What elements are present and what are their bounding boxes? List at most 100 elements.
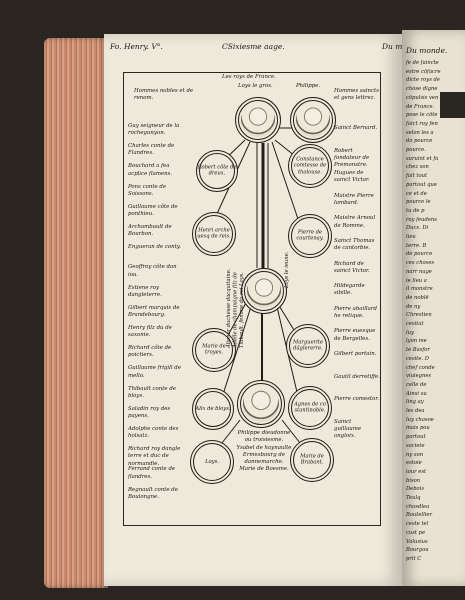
circle-marie-de-troyes: Marie de troyes.: [192, 328, 236, 372]
portrait-philippe-auguste: [237, 380, 285, 428]
right-page-line: ny son: [406, 451, 424, 458]
right-page-line: selon les a: [406, 129, 434, 136]
right-page-line: Ainsi su: [406, 390, 427, 397]
list-item: Pierre euesque de Bergelles.: [334, 328, 376, 342]
right-page-line: cesitat: [406, 321, 424, 327]
circle-robert: Robert cõte de dreux.: [196, 150, 238, 192]
bottom-caption: Philippe dieudonne ou troisiesme. Ysabel…: [236, 430, 292, 473]
right-page-line: ces choses: [406, 260, 435, 267]
circle-agnes: Agnes de co stantinoble.: [288, 386, 332, 430]
list-item: Guy seigneur de la rochegunyon.: [128, 123, 180, 137]
right-page-line: Boutellier: [406, 512, 432, 519]
right-page-line: lieu: [406, 234, 416, 240]
list-item: Maistre Arnoul de Romme.: [334, 215, 376, 229]
right-page-line: Debois: [406, 486, 424, 493]
right-page-line: roy feudens: [406, 216, 437, 223]
right-column-head: Hommes saincts et gens lettrez.: [334, 88, 379, 102]
list-item: Pierre abaillard he retique.: [334, 305, 377, 320]
right-page-line: pource.: [406, 147, 426, 153]
list-item: Gilbert portain.: [334, 351, 377, 357]
right-page-line: cesite. D: [406, 355, 429, 362]
right-page-line: chose digne: [406, 86, 438, 93]
circle-henri: Henri arche uesq de reis.: [192, 212, 236, 256]
list-item: Richard de sainct Victor.: [334, 260, 370, 274]
left-column-head: Hommes nobles et de renom.: [134, 88, 194, 102]
vertical-caption-loys-le-ieune: Loys le ieune.: [284, 251, 290, 288]
center-head: Loys le gros.: [238, 83, 273, 89]
genealogy-frame: [123, 72, 381, 526]
right-page-line: ce et de: [406, 190, 427, 197]
list-item: Hugues de sainct Victor.: [334, 170, 370, 184]
right-page-line: il monstre: [406, 286, 433, 293]
right-page-line: mais pou: [406, 425, 430, 432]
list-item: Sainct Bernard.: [334, 125, 378, 131]
portrait-philippe: [290, 97, 336, 143]
list-item: Gilbert marquis de Brandebourg.: [128, 304, 180, 319]
right-page-line: pource le: [406, 199, 431, 206]
list-item: Ferrand conte de flandres.: [128, 466, 176, 480]
right-page-line: luy chasoe: [406, 416, 434, 423]
right-page-line: do pource: [406, 138, 433, 145]
circle-constance: Constance comtesse de tholouse.: [288, 144, 332, 188]
list-item: Henry filz du de saxonie.: [128, 325, 172, 339]
list-item: Saladin roy des payens.: [128, 405, 171, 420]
right-page-line: chef conde: [406, 364, 435, 371]
right-page-line: ceste tel: [406, 521, 429, 528]
right-page-line: ie lieu a: [406, 277, 427, 284]
right-page-line: suruint et fa: [406, 155, 439, 162]
list-item: Estiene roy dangleterre.: [128, 284, 162, 298]
portrait-loys-le-gros: [235, 97, 281, 143]
list-item: Pierre comestor.: [334, 396, 380, 403]
right-page-line: Bourgou: [406, 547, 429, 554]
right-page-line: celle de: [406, 381, 427, 388]
list-item: Charles conte de Flandres.: [128, 143, 175, 157]
list-item: Archambault de Bourbon.: [128, 224, 172, 238]
list-item: Geoffroy cõte dan iou.: [128, 264, 177, 278]
right-page-line: Ducs. Di: [406, 225, 429, 232]
right-page-line: dicte roys de: [406, 77, 440, 84]
circle-loys: Loys.: [190, 440, 234, 484]
running-head-center: CSixiesme aage.: [222, 42, 285, 51]
list-item: Gautil derretiffe.: [334, 373, 380, 380]
right-page-line: cōpulsis ven: [406, 94, 439, 101]
right-page-line: faict roy fen: [406, 120, 438, 127]
center-head-2: Philippe.: [296, 83, 321, 89]
right-page-line: fe de faincte: [406, 60, 439, 66]
right-page-line: lyon me: [406, 338, 427, 345]
page-edges: [44, 38, 108, 588]
right-page-line: narr nage: [406, 268, 432, 275]
list-item: Richard cõte de poictiers.: [128, 345, 172, 359]
circle-pierre: Pierre de courtenay.: [288, 214, 332, 258]
list-item: Robert fondateur de Premonstre.: [334, 147, 370, 169]
running-head-left: Fo. Henry. V°.: [110, 42, 163, 51]
right-page-line: de ny: [406, 303, 421, 310]
right-page-line: chosdlea: [406, 503, 430, 510]
right-page-line: partout: [406, 434, 426, 441]
portrait-loys-le-ieune: [241, 268, 287, 314]
running-head-right-page: Du monde.: [406, 46, 448, 55]
right-page-line: partout que: [406, 181, 437, 188]
right-page-line: te Basfor: [406, 347, 430, 354]
right-page-line: ling ay: [406, 399, 424, 406]
vertical-caption-alienor: Alienor duchesse dacquitaine. Adelle de …: [226, 268, 246, 348]
top-title: Les roys de France.: [222, 74, 276, 80]
right-page-line: de noblē: [406, 294, 429, 301]
list-item: Thibault conte de bloys.: [128, 385, 176, 399]
list-item: Bouchard a fea acplice flamens.: [128, 163, 173, 177]
right-page-line: terre. B: [406, 242, 427, 249]
right-page-line: prit C: [406, 555, 422, 562]
right-page-line: tu de p: [406, 207, 425, 214]
list-item: Richard roy dangle terre et duc de norma…: [128, 446, 181, 467]
list-item: Hildegarde sibille.: [334, 283, 365, 297]
circle-marie-de-brabant: Marie de Brabant.: [290, 438, 334, 482]
circle-marguerite: Marguerite dãglererre.: [286, 324, 330, 368]
list-item: Sainct Thomas de cantorbie.: [334, 238, 375, 252]
right-page-line: viuiegnes: [406, 373, 432, 380]
list-item: Sainct guillaume angloix.: [334, 418, 362, 440]
list-item: Pons conte de Soissons.: [128, 183, 167, 197]
right-page-line: luy: [406, 329, 414, 336]
right-page-line: cust pe: [406, 529, 426, 536]
right-page-line: de pource: [406, 251, 433, 258]
right-page-line: de France.: [406, 103, 435, 110]
